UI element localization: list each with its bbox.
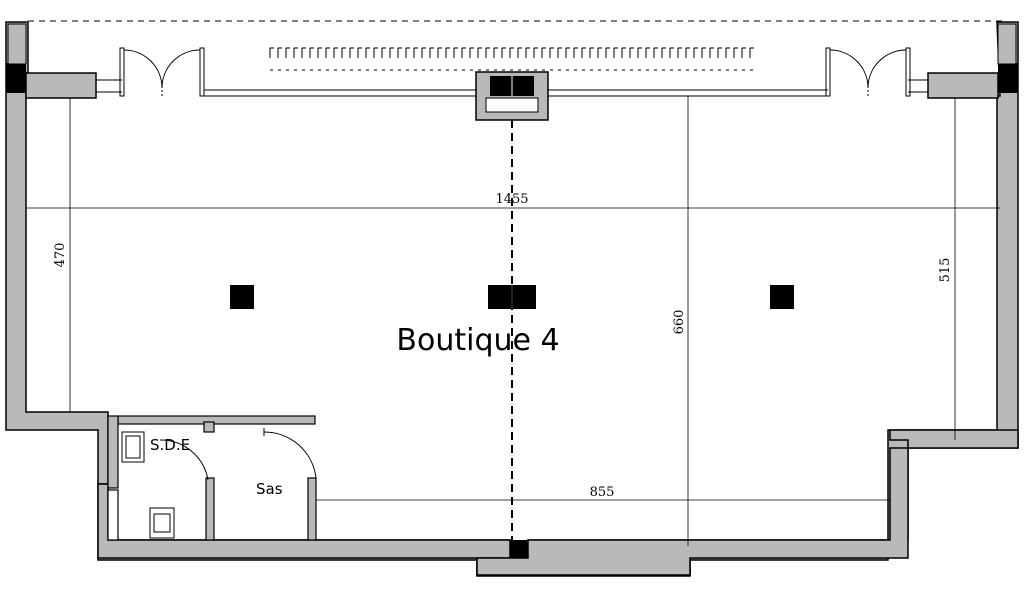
- dimension-lines: [26, 96, 1000, 546]
- washbasin-icon: [121, 431, 145, 463]
- corner-post-top-left: [7, 23, 27, 65]
- room-label-sde: S.D.E: [150, 436, 190, 454]
- room-title: Boutique 4: [396, 323, 559, 358]
- central-column: [475, 71, 549, 121]
- roller-shutter-marks: [269, 47, 756, 71]
- dimension-width-total: 1455: [495, 192, 528, 207]
- sas-door: [263, 428, 317, 479]
- corner-post-right: [998, 63, 1018, 93]
- storefront-glazing: [96, 47, 928, 97]
- entrance-door-left: [123, 49, 201, 96]
- dimension-bottom-length: 855: [590, 485, 615, 500]
- sde-door: [159, 439, 209, 481]
- corner-post-top-right: [997, 23, 1017, 65]
- interior-partitions: [107, 415, 317, 541]
- dimension-depth-center: 660: [672, 310, 687, 335]
- toilet-icon: [149, 507, 175, 539]
- bottom-post: [510, 540, 528, 558]
- corner-post-left: [6, 63, 26, 93]
- dimension-right-height: 515: [938, 258, 953, 283]
- dimension-left-height: 470: [53, 243, 68, 268]
- room-label-sas: Sas: [256, 480, 283, 498]
- pillars: [230, 285, 794, 309]
- entrance-door-right: [829, 49, 907, 96]
